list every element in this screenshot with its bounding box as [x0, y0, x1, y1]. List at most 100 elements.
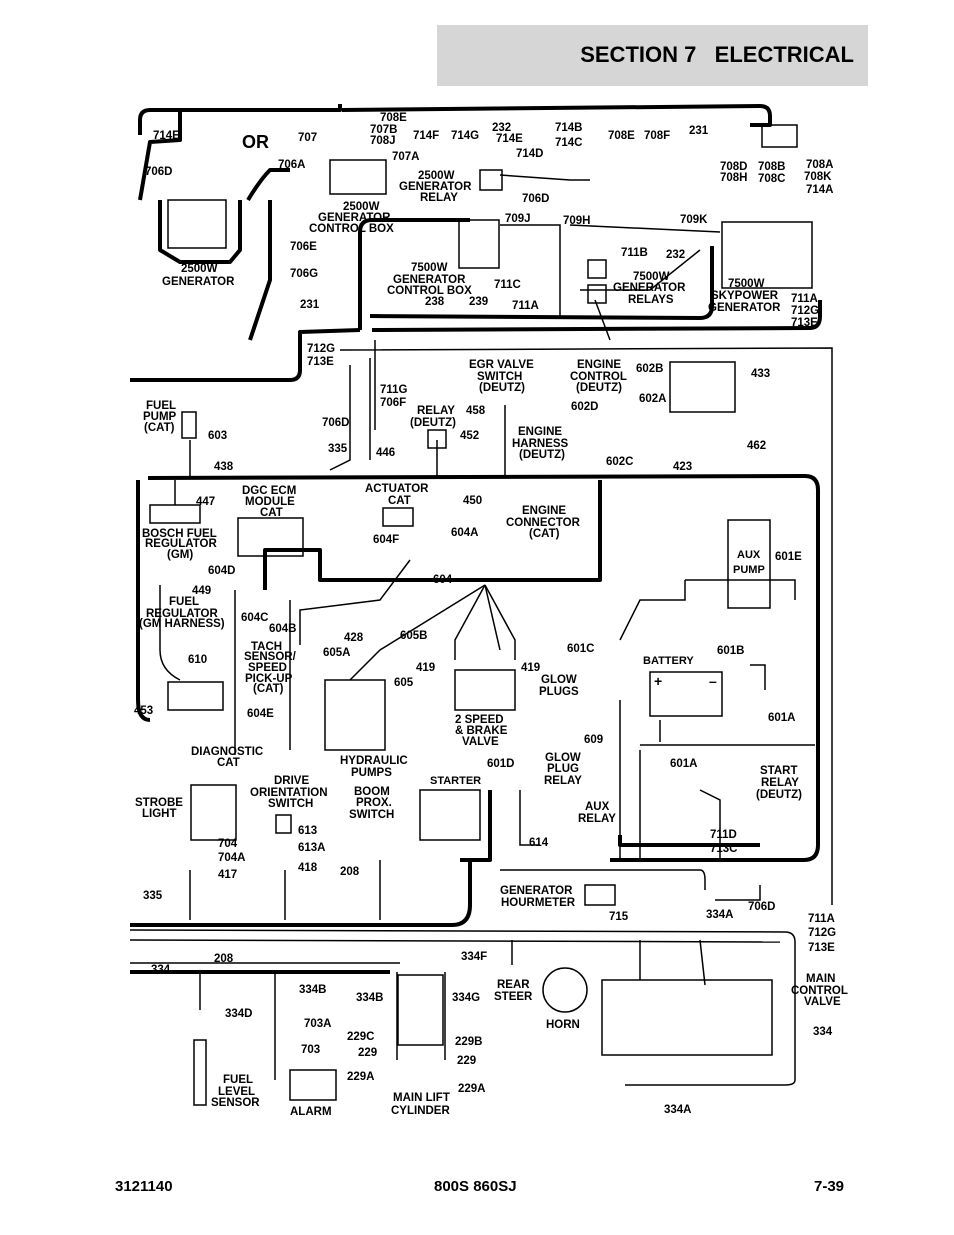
- fuel-level-sensor: [193, 1039, 207, 1106]
- 708-connector: [761, 124, 798, 148]
- diagram-label: DRIVE: [274, 775, 309, 787]
- diagram-label: SENSOR: [211, 1097, 260, 1109]
- diagram-label: 601E: [775, 551, 802, 563]
- diagram-label: PUMP: [143, 411, 177, 423]
- diagram-label: MODULE: [245, 496, 295, 508]
- diagram-label: 239: [469, 296, 488, 308]
- diagram-label: 603: [208, 430, 227, 442]
- diagram-label: GLOW: [541, 674, 577, 686]
- footer-document-number: 3121140: [115, 1178, 173, 1195]
- diagram-label: 229C: [347, 1031, 375, 1043]
- diagram-label: 7500W: [728, 278, 765, 290]
- diagram-label: SWITCH: [477, 371, 522, 383]
- diagram-label: 707A: [392, 151, 420, 163]
- diagram-label: 7500W: [633, 271, 670, 283]
- diagram-label: 708E: [608, 130, 635, 142]
- alarm: [289, 1069, 337, 1101]
- diagram-label: 706F: [380, 397, 406, 409]
- actuator-cat: [382, 507, 414, 527]
- diagram-label: 714G: [451, 130, 479, 142]
- diagram-label: 335: [143, 890, 163, 902]
- diagram-label: 706E: [290, 241, 317, 253]
- diagram-label: 706G: [290, 268, 318, 280]
- diagram-label: RELAY: [578, 813, 616, 825]
- diagram-label: 334A: [706, 909, 734, 921]
- diagram-label: 711B: [621, 247, 648, 259]
- diagram-label: 711D: [710, 829, 737, 841]
- diagram-label: 462: [747, 440, 766, 452]
- diagram-label: 715: [609, 911, 629, 923]
- diagram-label: START: [760, 765, 797, 777]
- diagram-label: HYDRAULIC: [340, 755, 408, 767]
- diagram-label: 334: [813, 1026, 833, 1038]
- diagram-label: 713C: [710, 843, 738, 855]
- diagram-label: 452: [460, 430, 479, 442]
- diagram-label: 2500W: [181, 263, 218, 275]
- engine-control-deutz: [669, 361, 736, 413]
- diagram-label: 458: [466, 405, 486, 417]
- diagram-label: (GM): [167, 549, 193, 561]
- aux-pump: [727, 519, 771, 609]
- diagram-label: (DEUTZ): [519, 449, 565, 461]
- diagram-label: 708C: [758, 173, 786, 185]
- 2500w-generator-box: [167, 199, 227, 249]
- thin-wires: [129, 174, 833, 1086]
- diagram-label: REGULATOR: [145, 538, 217, 550]
- diagram-label: 714C: [555, 137, 583, 149]
- component-label: AUX: [737, 549, 761, 561]
- section-header: SECTION 7 ELECTRICAL: [437, 25, 868, 86]
- diagram-label: BOSCH FUEL: [142, 528, 217, 540]
- diagram-label: HOURMETER: [501, 897, 576, 909]
- diagram-label: RELAY: [417, 405, 455, 417]
- diagram-label: 613A: [298, 842, 326, 854]
- relay-deutz: [427, 429, 447, 449]
- diagram-label: 601A: [768, 712, 796, 724]
- diagram-label: 706D: [522, 193, 550, 205]
- diagram-label: 707: [298, 132, 317, 144]
- diagram-label: (CAT): [529, 528, 560, 540]
- diagram-label: ACTUATOR: [365, 483, 429, 495]
- diagram-label: 231: [689, 125, 709, 137]
- diagram-label: PLUG: [547, 763, 579, 775]
- diagram-label: 706A: [278, 159, 306, 171]
- diagram-label: 708F: [644, 130, 670, 142]
- diagram-label: 419: [521, 662, 540, 674]
- diagram-label: 417: [218, 869, 237, 881]
- diagram-label: 238: [425, 296, 445, 308]
- diagram-label: 604B: [269, 623, 297, 635]
- diagram-label: 706D: [322, 417, 350, 429]
- diagram-label: 708D: [720, 161, 748, 173]
- 2-speed-brake-valve: [454, 669, 516, 711]
- diagram-label: 614: [529, 837, 549, 849]
- diagram-label: 703A: [304, 1018, 332, 1030]
- diagram-label: 610: [188, 654, 207, 666]
- diagram-label: GENERATOR: [708, 302, 781, 314]
- generator-control-box-7500w: [458, 219, 500, 269]
- battery: [649, 671, 723, 717]
- diagram-label: 711G: [380, 384, 408, 396]
- diagram-label: 334B: [299, 984, 327, 996]
- diagram-label: 602B: [636, 363, 664, 375]
- footer-page-number: 7-39: [814, 1178, 845, 1195]
- diagram-label: CONTROL: [791, 985, 848, 997]
- diagram-label: DGC ECM: [242, 485, 296, 497]
- diagram-label: 232: [666, 249, 685, 261]
- component-label: –: [709, 673, 717, 689]
- diagram-label: PICK-UP: [245, 673, 293, 685]
- diagram-label: 704: [218, 838, 238, 850]
- diagram-label: 229: [457, 1055, 476, 1067]
- diagram-label: GENERATOR: [393, 274, 466, 286]
- diagram-label: 713E: [307, 356, 334, 368]
- diagram-label: 604E: [247, 708, 274, 720]
- diagram-label: 707B: [370, 124, 398, 136]
- diagram-label: FUEL: [146, 400, 176, 412]
- thick-harness-lines: [130, 104, 822, 974]
- diagram-label: 706D: [748, 901, 776, 913]
- diagram-label: 709J: [505, 213, 531, 225]
- diagram-label: FUEL: [223, 1074, 253, 1086]
- generator-relay-2500w: [479, 169, 503, 191]
- diagram-label: 601B: [717, 645, 745, 657]
- diagram-label: CAT: [217, 757, 240, 769]
- diagram-label: SENSOR/: [244, 651, 297, 663]
- diagram-label: DIAGNOSTIC: [191, 746, 263, 758]
